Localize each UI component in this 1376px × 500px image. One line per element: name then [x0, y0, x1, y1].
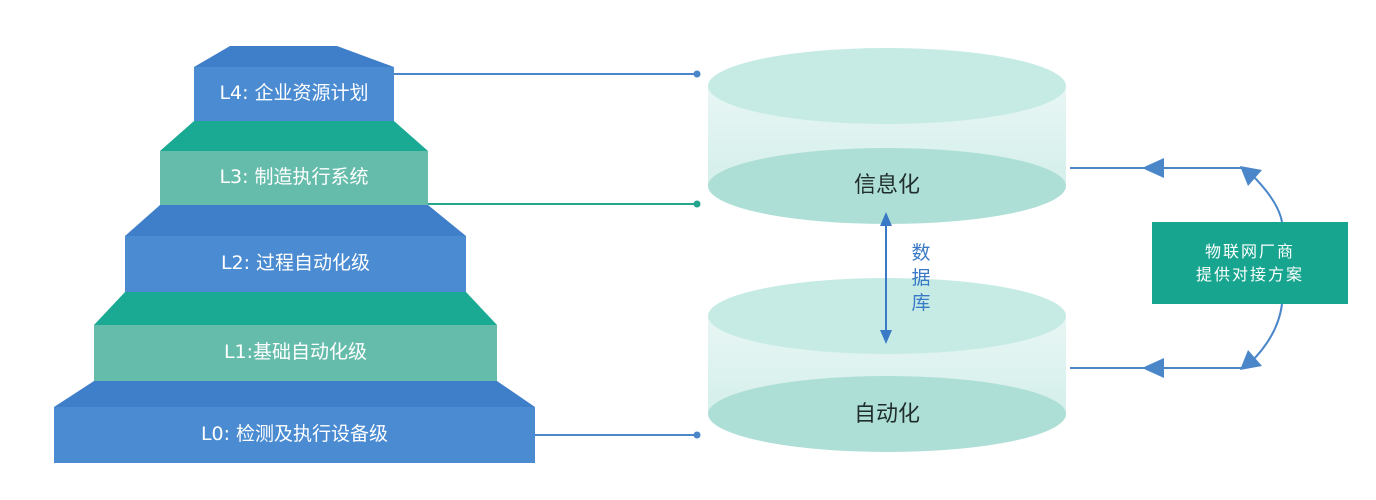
vendor-upper-arrowhead [1240, 166, 1262, 186]
l4-connector-dot [693, 70, 701, 78]
database-label-char-3: 库 [911, 292, 931, 314]
info-cylinder-label: 信息化 [853, 173, 920, 198]
level-l1-label: L1:基础自动化级 [223, 341, 368, 363]
l3-block [160, 151, 428, 205]
level-l0-label: L0: 检测及执行设备级 [200, 423, 389, 445]
l4-block [194, 67, 394, 121]
vendor-upper-curve [1248, 171, 1283, 223]
info-vendor-arrowhead [1142, 158, 1164, 178]
database-label-char-2: 据 [911, 267, 931, 289]
database-arrow-down-head [880, 330, 892, 344]
l0-block [54, 407, 535, 463]
info-cylinder [708, 48, 1066, 224]
auto-cylinder-label: 自动化 [853, 402, 920, 427]
auto-cylinder-bottom [708, 376, 1066, 452]
l3-connector-dot [693, 200, 701, 208]
auto-vendor-arrowhead [1142, 358, 1164, 378]
l2-cap [125, 205, 466, 236]
l0-cap [54, 381, 535, 407]
info-cylinder-bottom [708, 148, 1066, 224]
l0-connector-dot [693, 431, 701, 439]
info-cylinder-top [708, 48, 1066, 124]
pyramid [54, 46, 535, 463]
level-l4-label: L4: 企业资源计划 [219, 82, 369, 104]
l1-cap [94, 292, 497, 325]
vendor-solution-box: 物联网厂商 提供对接方案 [1152, 222, 1348, 304]
vendor-lower-arrowhead [1240, 350, 1262, 370]
level-l3-label: L3: 制造执行系统 [219, 166, 369, 188]
level-connectors [394, 70, 701, 439]
vendor-connectors [1070, 158, 1283, 378]
l4-cap [194, 46, 394, 67]
vendor-lower-curve [1248, 303, 1283, 365]
l1-block [94, 325, 497, 381]
l2-block [125, 236, 466, 292]
database-arrow [880, 212, 892, 344]
l3-cap [160, 121, 428, 151]
database-arrow-up-head [880, 212, 892, 226]
database-label-char-1: 数 [911, 242, 931, 264]
vendor-line-2: 提供对接方案 [1195, 265, 1304, 284]
level-l2-label: L2: 过程自动化级 [220, 252, 371, 274]
vendor-line-1: 物联网厂商 [1204, 242, 1295, 261]
